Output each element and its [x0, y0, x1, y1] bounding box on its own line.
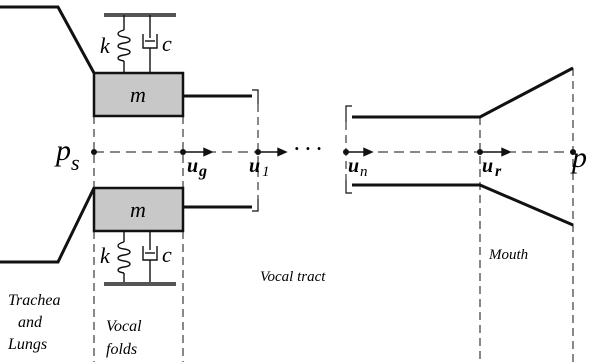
section-bracket-1-top	[252, 89, 259, 104]
section-1-flow-label: u 1	[249, 155, 270, 180]
section-n-flow-label: u n	[348, 155, 368, 180]
svg-text:n: n	[360, 164, 368, 180]
damper-bottom	[142, 231, 158, 284]
glottal-flow-label: u g	[187, 155, 207, 180]
trachea-region-label: Trachea and Lungs	[7, 292, 60, 353]
vocal-tract-region-label: Vocal tract	[260, 269, 326, 285]
svg-text:s: s	[71, 150, 80, 175]
svg-text:u: u	[187, 155, 198, 177]
lip-flow-label: u r	[482, 155, 502, 180]
mouth-region-label: Mouth	[488, 247, 528, 263]
spring-label-bottom: k	[100, 243, 111, 268]
svg-text:1: 1	[262, 164, 270, 180]
damper-label-top: c	[162, 31, 172, 56]
svg-text:Vocal: Vocal	[106, 318, 142, 335]
svg-text:u: u	[249, 155, 260, 177]
damper-top	[142, 15, 158, 73]
mouth-lower-wall	[479, 183, 574, 227]
subglottal-pressure-label: p s	[54, 134, 80, 175]
node-un	[343, 149, 349, 155]
node-pr	[570, 149, 576, 155]
node-ug	[180, 149, 186, 155]
svg-text:u: u	[348, 155, 359, 177]
node-ps	[91, 149, 97, 155]
trachea-lower-wall	[0, 187, 96, 264]
section-bracket-1-bottom	[252, 199, 259, 212]
section-ellipsis: · · ·	[294, 139, 322, 158]
node-ur	[477, 149, 483, 155]
trachea-upper-wall	[0, 5, 96, 74]
spring-top	[117, 15, 131, 73]
mass-block-top	[92, 71, 185, 118]
spring-bottom	[117, 231, 131, 284]
damper-label-bottom: c	[162, 242, 172, 267]
mass-label-top: m	[130, 82, 146, 107]
svg-text:Lungs: Lungs	[7, 336, 47, 353]
arrowhead-ur	[501, 147, 512, 157]
svg-text:Trachea: Trachea	[8, 292, 60, 309]
svg-text:r: r	[495, 163, 502, 180]
svg-text:folds: folds	[106, 341, 137, 358]
svg-text:p: p	[54, 134, 71, 167]
section-bracket-n-bottom	[345, 180, 352, 194]
vocal-folds-region-label: Vocal folds	[106, 318, 142, 358]
node-u1	[255, 149, 261, 155]
mass-block-bottom	[92, 186, 185, 233]
mouth-upper-wall	[479, 66, 574, 119]
spring-label-top: k	[100, 33, 111, 58]
arrowhead-u1	[277, 147, 288, 157]
svg-text:p: p	[570, 141, 587, 174]
svg-text:and: and	[18, 314, 43, 331]
mass-label-bottom: m	[130, 197, 146, 222]
svg-text:u: u	[482, 155, 493, 177]
arrowhead-un	[363, 147, 374, 157]
arrowhead-ug	[203, 147, 214, 157]
radiation-pressure-label: p	[570, 141, 587, 174]
svg-text:g: g	[198, 163, 207, 180]
section-bracket-n-top	[345, 105, 352, 122]
